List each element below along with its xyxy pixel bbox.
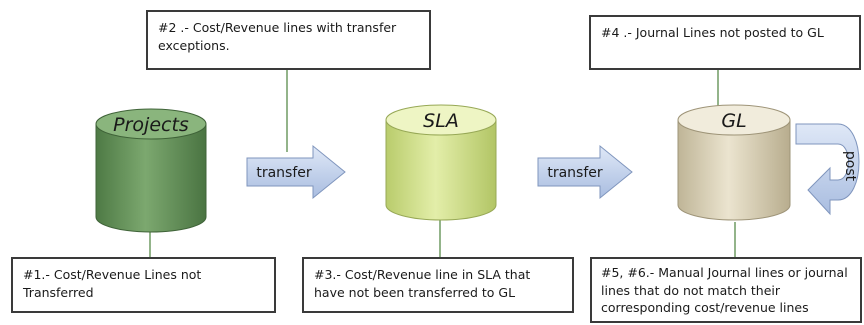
post-arrow: post [795, 123, 860, 216]
transfer-arrow-1: transfer [246, 144, 346, 200]
note-4-text: #4 .- Journal Lines not posted to GL [601, 25, 824, 40]
note-3-box: #3.- Cost/Revenue line in SLA that have … [302, 257, 574, 313]
gl-cylinder: GL [677, 104, 791, 221]
projects-label: Projects [113, 114, 189, 136]
note-5-6-box: #5, #6.- Manual Journal lines or journal… [590, 257, 862, 323]
sla-cylinder: SLA [385, 104, 497, 221]
note-2-text: #2 .- Cost/Revenue lines with transfer e… [158, 20, 397, 53]
sla-label: SLA [423, 110, 459, 132]
projects-cylinder: Projects [95, 108, 207, 233]
note-1-text: #1.- Cost/Revenue Lines not Transferred [23, 267, 202, 300]
transfer-arrow-1-label: transfer [256, 165, 312, 181]
post-arrow-label: post [842, 151, 858, 182]
note-1-box: #1.- Cost/Revenue Lines not Transferred [11, 257, 276, 313]
note-5-6-text: #5, #6.- Manual Journal lines or journal… [601, 265, 848, 315]
transfer-arrow-2-label: transfer [547, 165, 603, 181]
note-2-box: #2 .- Cost/Revenue lines with transfer e… [146, 10, 431, 70]
note-3-text: #3.- Cost/Revenue line in SLA that have … [314, 267, 531, 300]
transfer-arrow-2: transfer [537, 144, 633, 200]
gl-label: GL [721, 110, 746, 132]
note-4-box: #4 .- Journal Lines not posted to GL [589, 15, 861, 70]
